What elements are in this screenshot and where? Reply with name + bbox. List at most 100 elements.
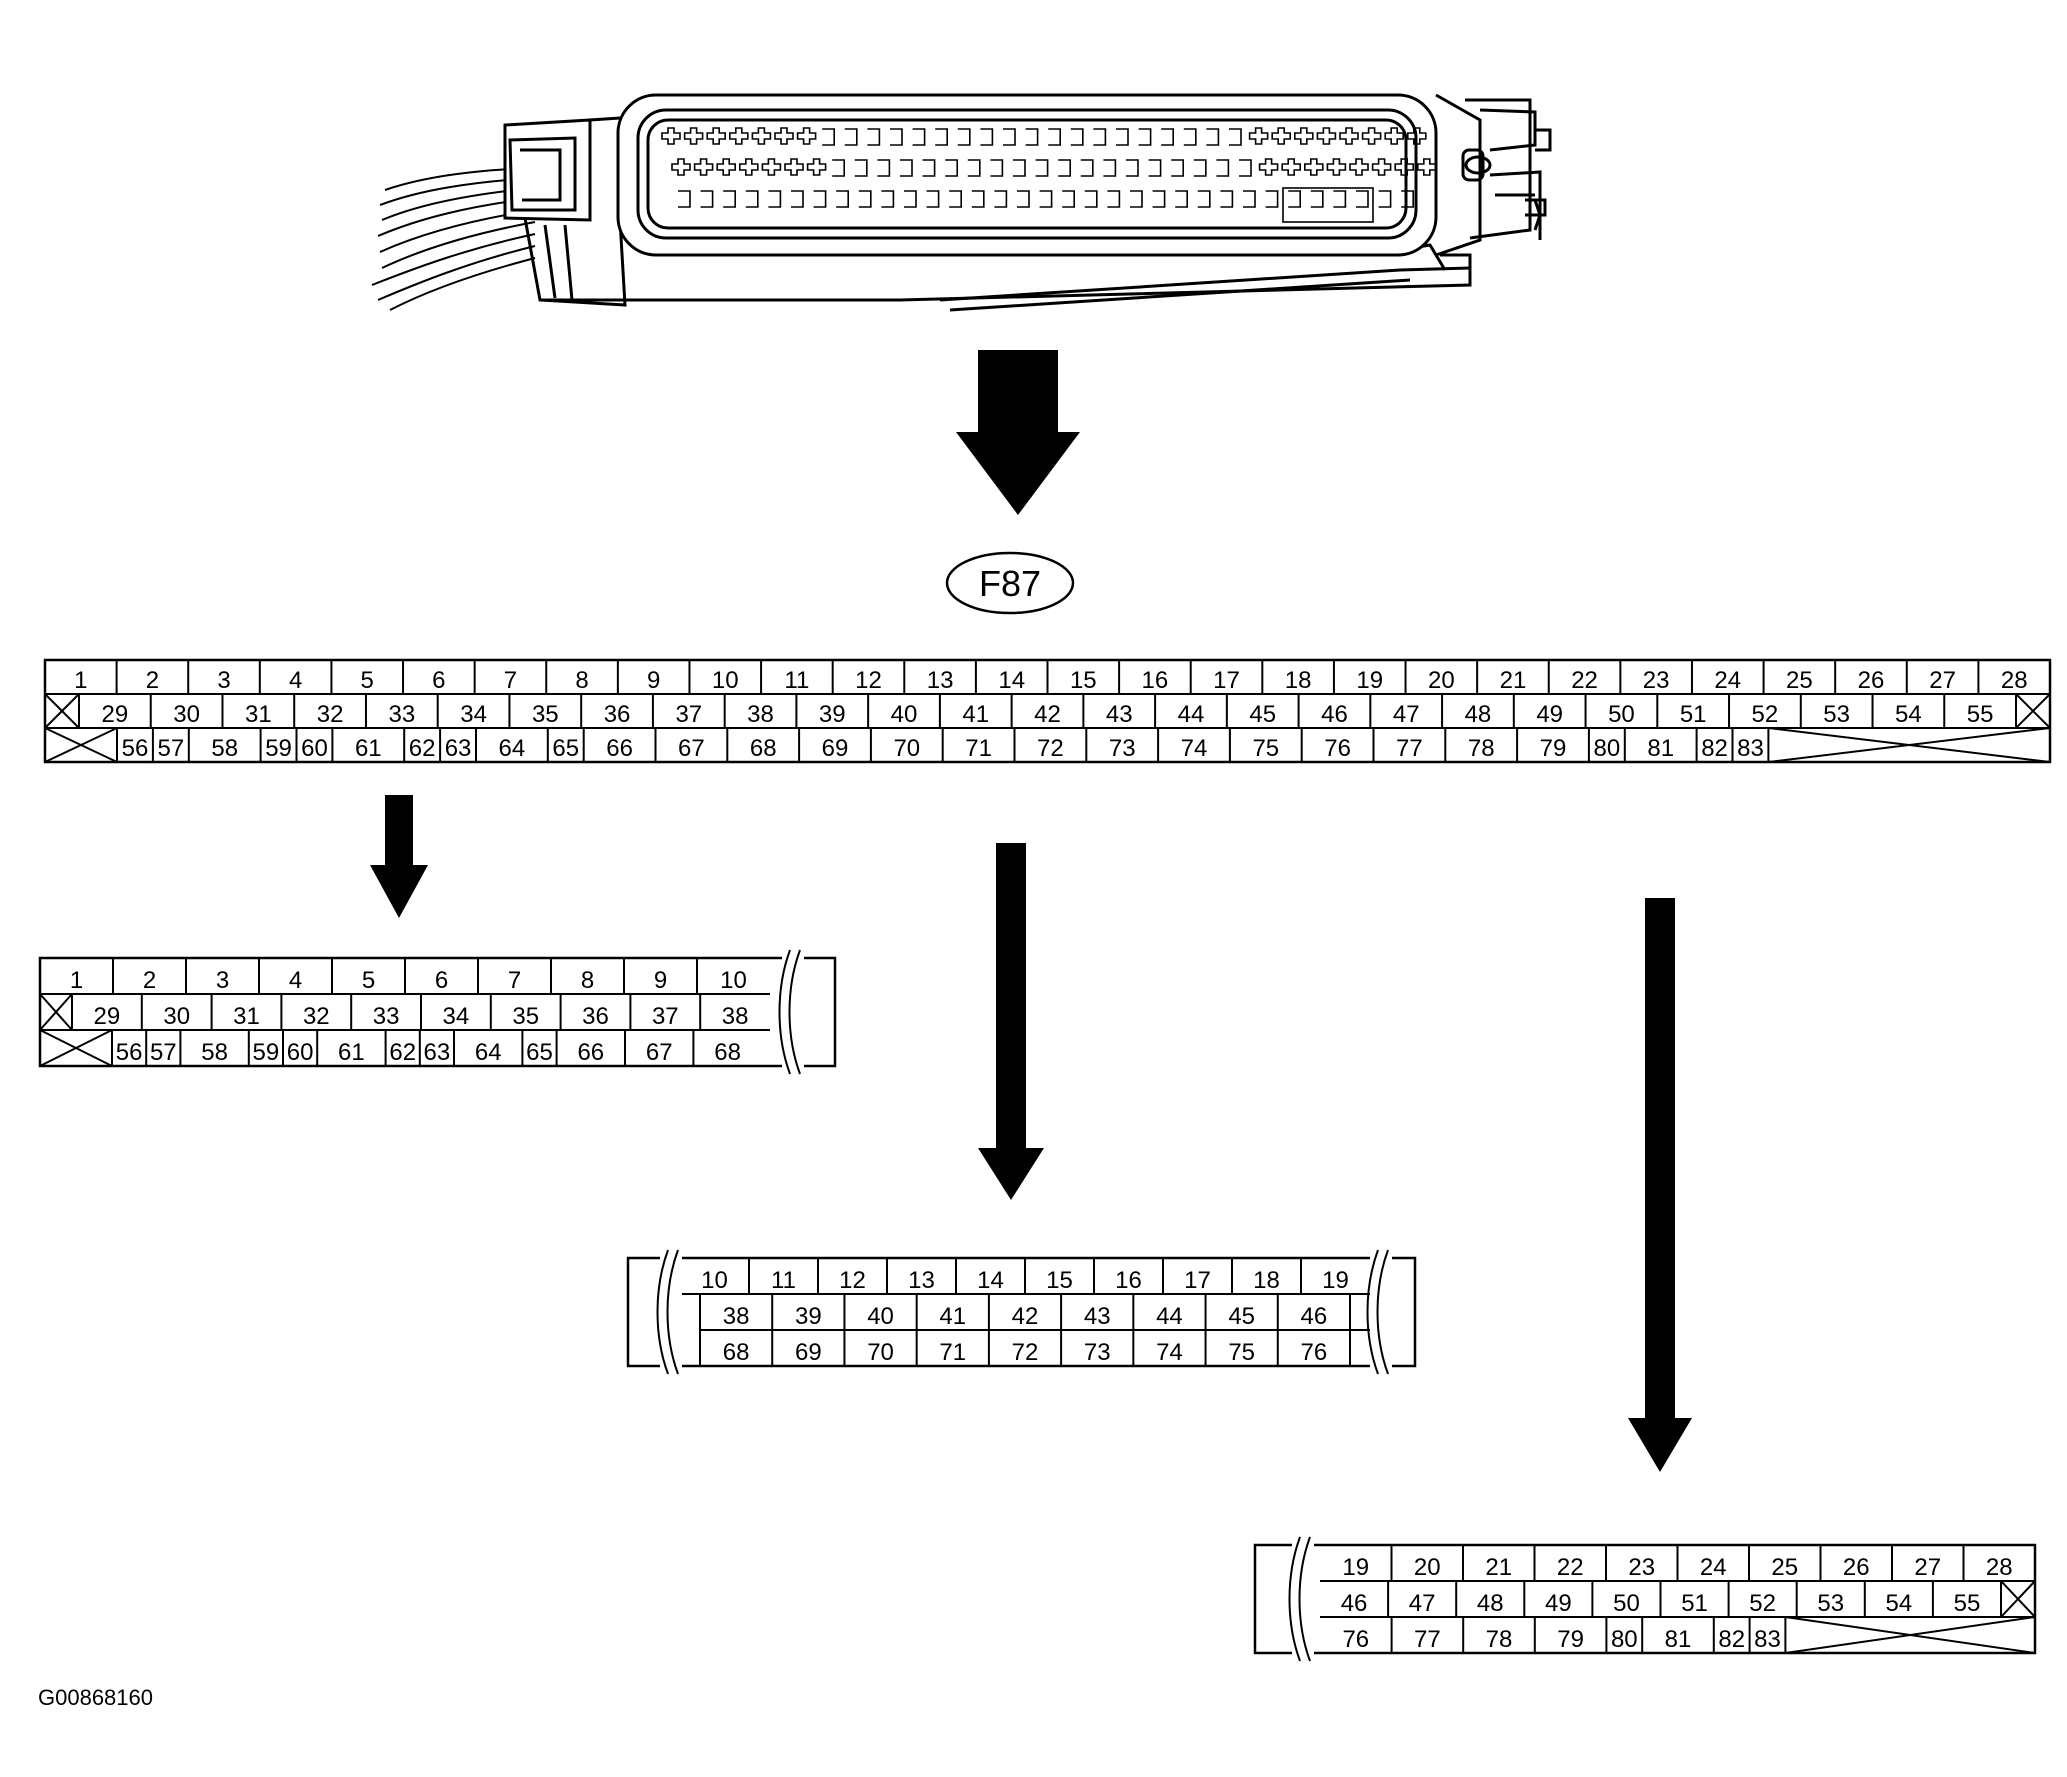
- pin-cavity: [980, 128, 994, 146]
- pin-cavity: [1103, 159, 1117, 177]
- full-r3-pin-59: 59: [265, 735, 292, 762]
- blank-cell-cross: [2000, 1580, 2036, 1618]
- pin-cavity: [661, 127, 681, 145]
- pin-cavity: [1152, 190, 1166, 208]
- break-mark-bg: [782, 950, 804, 1074]
- mid-r3-pin-68: 68: [723, 1339, 750, 1366]
- full-r1-pin-10: 10: [712, 667, 739, 694]
- left-r1-pin-7: 7: [508, 967, 521, 994]
- pin-cavity: [761, 158, 782, 176]
- right-r3-pin-83: 83: [1754, 1626, 1781, 1653]
- pin-cavity: [1258, 158, 1279, 176]
- full-r1-pin-18: 18: [1285, 667, 1312, 694]
- pin-cavity: [971, 190, 985, 208]
- blank-cell-cross: [1785, 1616, 2036, 1654]
- blank-cell-cross: [1768, 727, 2051, 763]
- full-r2-pin-54: 54: [1895, 701, 1922, 728]
- full-r2-pin-49: 49: [1536, 701, 1563, 728]
- pin-cavity: [1062, 190, 1075, 208]
- pin-cavity: [1417, 158, 1437, 176]
- pin-cavity: [723, 190, 736, 208]
- full-r1-pin-13: 13: [927, 667, 954, 694]
- left-r3-pin-62: 62: [389, 1039, 416, 1066]
- pin-cavity: [1193, 159, 1207, 177]
- connector-id-label: F87: [979, 563, 1041, 604]
- pin-cavity: [683, 127, 704, 145]
- full-r1-pin-11: 11: [784, 667, 809, 694]
- right-r2-pin-54: 54: [1885, 1590, 1912, 1617]
- left-r1-pin-5: 5: [362, 967, 375, 994]
- pin-cavity: [1407, 127, 1427, 145]
- full-r3-pin-77: 77: [1396, 735, 1423, 762]
- connector-left-clip: [503, 116, 627, 307]
- full-r1-pin-25: 25: [1786, 667, 1813, 694]
- mid-r3-pin-69: 69: [795, 1339, 822, 1366]
- full-r2-pin-29: 29: [102, 701, 129, 728]
- pin-cavity: [832, 159, 845, 177]
- right-r1-pin-20: 20: [1414, 1554, 1441, 1581]
- left-r1-pin-3: 3: [216, 967, 229, 994]
- pin-cavity: [1271, 127, 1291, 145]
- left-r1-pin-2: 2: [143, 967, 156, 994]
- full-r3-pin-83: 83: [1737, 735, 1764, 762]
- full-r2-pin-50: 50: [1608, 701, 1635, 728]
- right-r1-pin-28: 28: [1986, 1554, 2013, 1581]
- right-r1-pin-23: 23: [1628, 1554, 1655, 1581]
- full-r3-pin-72: 72: [1037, 735, 1064, 762]
- mid-r2-pin-46: 46: [1301, 1303, 1328, 1330]
- mid-r2-pin-41: 41: [939, 1303, 966, 1330]
- left-r3-pin-60: 60: [287, 1039, 314, 1066]
- left-r2-pin-31: 31: [233, 1003, 260, 1030]
- right-r2-pin-51: 51: [1681, 1590, 1708, 1617]
- right-r1-pin-21: 21: [1485, 1554, 1512, 1581]
- full-r1-pin-15: 15: [1070, 667, 1097, 694]
- full-r2-pin-46: 46: [1321, 701, 1348, 728]
- main-down-arrow: [956, 350, 1080, 515]
- full-r2-pin-53: 53: [1823, 701, 1850, 728]
- left-r3-pin-66: 66: [577, 1039, 604, 1066]
- mid-r3-pin-73: 73: [1084, 1339, 1111, 1366]
- pin-cavity: [1339, 127, 1359, 145]
- pin-cavity: [990, 159, 1004, 177]
- pin-cavity: [1126, 159, 1139, 177]
- right-r3-pin-77: 77: [1414, 1626, 1441, 1653]
- pin-cavity: [881, 190, 895, 208]
- left-r3-pin-65: 65: [526, 1039, 553, 1066]
- full-r2-pin-37: 37: [675, 701, 702, 728]
- left-r1-pin-8: 8: [581, 967, 594, 994]
- left-r2-pin-37: 37: [652, 1003, 679, 1030]
- pin-cavity: [822, 128, 835, 146]
- pin-cavity: [1003, 128, 1016, 146]
- left-r3-pin-58: 58: [201, 1039, 228, 1066]
- mid-r1-pin-18: 18: [1253, 1267, 1280, 1294]
- full-r1-pin-23: 23: [1643, 667, 1670, 694]
- pin-cavity: [671, 158, 691, 176]
- full-r2-pin-35: 35: [532, 701, 559, 728]
- left-r3-pin-63: 63: [424, 1039, 451, 1066]
- mid-r3-pin-70: 70: [867, 1339, 894, 1366]
- connector-id-badge: F87: [945, 551, 1075, 615]
- left-r2-pin-34: 34: [443, 1003, 470, 1030]
- pin-cavity: [1093, 128, 1107, 146]
- full-r2-pin-41: 41: [962, 701, 989, 728]
- pin-cavity: [1248, 127, 1269, 145]
- right-r1-pin-27: 27: [1914, 1554, 1941, 1581]
- full-r2-pin-47: 47: [1393, 701, 1420, 728]
- mid-r2-pin-40: 40: [867, 1303, 894, 1330]
- pin-cavity: [1197, 190, 1211, 208]
- break-mark-bg: [660, 1250, 682, 1374]
- right-r1-pin-19: 19: [1342, 1554, 1369, 1581]
- pin-cavity: [1288, 190, 1301, 208]
- pin-cavity: [858, 190, 872, 208]
- pin-cavity: [867, 128, 881, 146]
- right-r1-pin-24: 24: [1700, 1554, 1727, 1581]
- full-r1-pin-22: 22: [1571, 667, 1598, 694]
- full-r2-pin-38: 38: [747, 701, 774, 728]
- mid-r1-pin-13: 13: [908, 1267, 935, 1294]
- pin-cavity: [1310, 190, 1324, 208]
- break-mark: [778, 949, 791, 1075]
- left-r3-pin-57: 57: [150, 1039, 177, 1066]
